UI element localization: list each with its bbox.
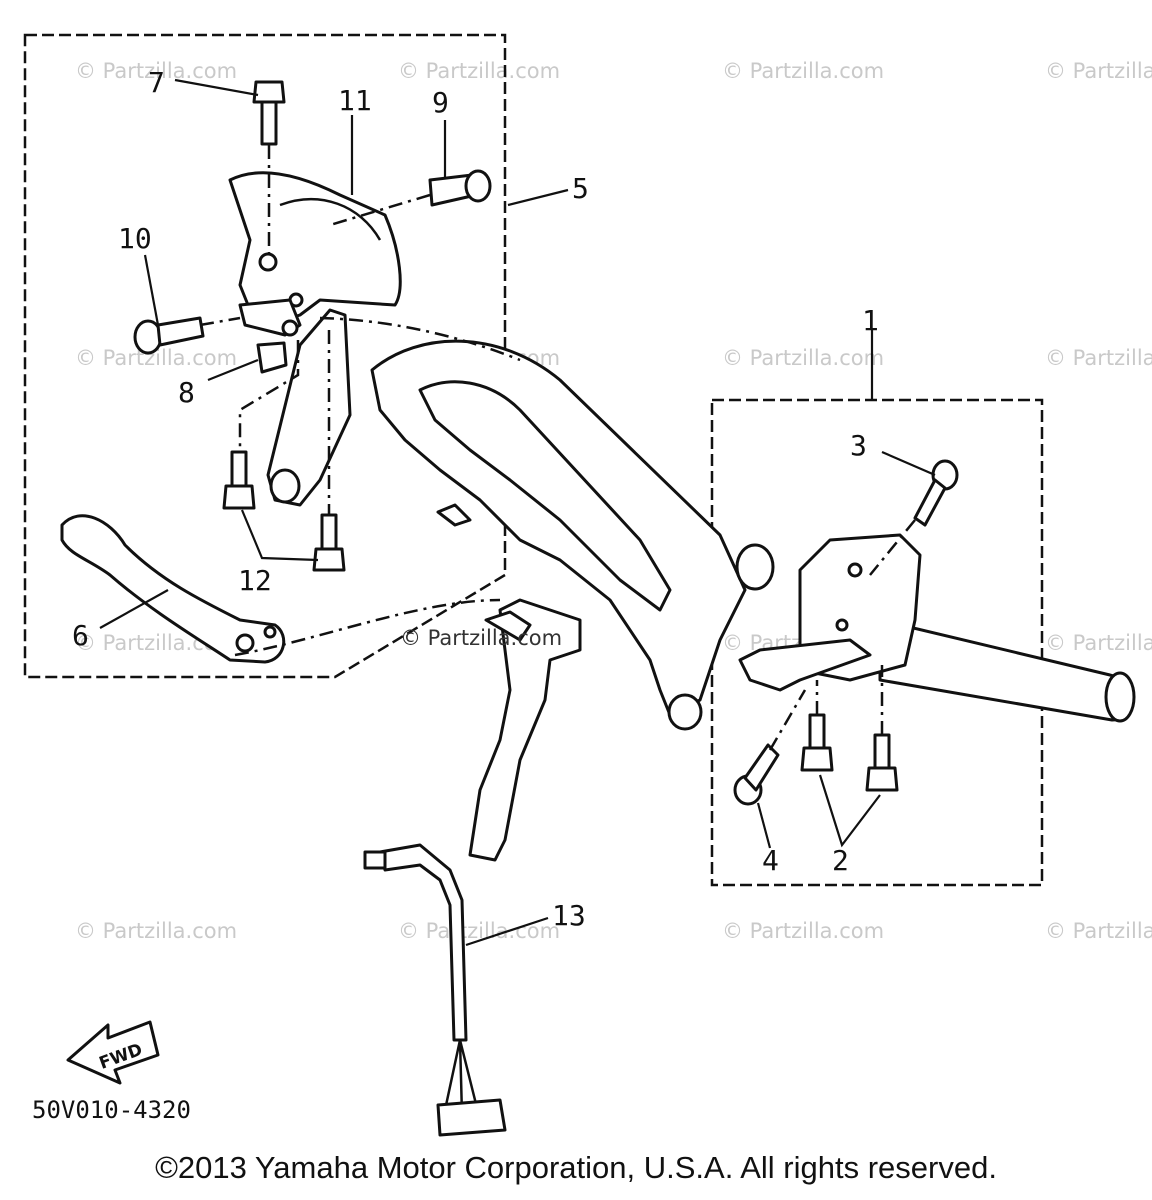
handlebar-assembly xyxy=(266,308,1136,862)
switch-screw-hole xyxy=(847,562,863,578)
frame-clip xyxy=(436,503,472,527)
watermark: © Partzilla.com xyxy=(398,59,560,83)
leader-lines xyxy=(99,78,936,947)
assembly-line xyxy=(869,519,916,576)
leader-line xyxy=(143,254,160,326)
assembly-line xyxy=(329,193,431,227)
switch-clamp xyxy=(738,638,872,692)
assembly-line xyxy=(319,316,521,362)
bolt-7-shank xyxy=(260,100,278,146)
diagram-code: 50V010-4320 xyxy=(32,1096,191,1124)
lever-holder-body xyxy=(228,171,402,322)
callout-12: 12 xyxy=(238,564,272,597)
brake-lever xyxy=(60,514,286,664)
leader-line xyxy=(240,509,319,562)
lead-coupler xyxy=(436,1098,507,1137)
lever-pivot-hole xyxy=(235,633,255,653)
lever-pin-hole xyxy=(263,625,277,639)
bolt-7-head xyxy=(252,80,286,104)
screw-2b-head xyxy=(865,766,899,792)
callout-9: 9 xyxy=(432,86,449,119)
exploded-parts-diagram: © Partzilla.com © Partzilla.com © Partzi… xyxy=(23,33,1152,1137)
grip-end xyxy=(1104,671,1136,723)
watermark-grid: © Partzilla.com © Partzilla.com © Partzi… xyxy=(75,59,1152,943)
screw-2a-head xyxy=(800,746,834,772)
watermark: © Partzilla.com xyxy=(1045,59,1152,83)
callout-numbers: 7 11 9 5 10 8 12 6 1 3 4 2 13 xyxy=(72,66,879,932)
watermark: © Partzilla.com xyxy=(722,919,884,943)
assembly-line xyxy=(768,689,807,751)
assembly-line xyxy=(238,340,300,450)
fwd-arrow-shape xyxy=(66,1020,160,1085)
leader-line xyxy=(99,589,169,629)
screw-12b-shank xyxy=(320,513,338,552)
assembly-line xyxy=(199,316,241,327)
callout-7: 7 xyxy=(148,66,165,99)
callout-11: 11 xyxy=(338,84,372,117)
screw-12a-head xyxy=(222,484,256,510)
watermark: © Partzilla.com xyxy=(722,59,884,83)
leader-line xyxy=(174,78,259,97)
handlebar-frame-inner xyxy=(418,380,672,612)
assembly-lines xyxy=(199,145,916,751)
watermark: © Partzilla.com xyxy=(722,346,884,370)
right-switch-assembly xyxy=(738,533,922,692)
leader-line xyxy=(818,774,881,848)
group-box-left xyxy=(23,33,507,679)
leader-line xyxy=(465,916,549,947)
callout-1: 1 xyxy=(862,304,879,337)
switch-pin xyxy=(835,618,849,632)
bolt-9-head xyxy=(464,169,492,203)
holder-clamp-hole xyxy=(281,319,299,337)
fasteners xyxy=(133,80,959,806)
screw-4-shank xyxy=(743,743,780,792)
watermark: © Partzilla.com xyxy=(1045,631,1152,655)
callout-6: 6 xyxy=(72,619,89,652)
watermark: © Partzilla.com xyxy=(1045,346,1152,370)
forward-arrow-icon: FWD xyxy=(66,1020,160,1085)
callout-3: 3 xyxy=(850,429,867,462)
callout-10: 10 xyxy=(118,222,152,255)
nut-8 xyxy=(256,341,288,374)
center-watermark: © Partzilla.com xyxy=(400,626,562,650)
callout-13: 13 xyxy=(552,899,586,932)
left-lever-holder xyxy=(228,171,402,337)
callout-4: 4 xyxy=(762,844,779,877)
watermark: © Partzilla.com xyxy=(1045,919,1152,943)
callout-2: 2 xyxy=(832,844,849,877)
holder-pivot-hole xyxy=(258,252,278,272)
screw-2a-shank xyxy=(808,713,826,752)
leader-line xyxy=(756,802,772,849)
copyright-notice: ©2013 Yamaha Motor Corporation, U.S.A. A… xyxy=(155,1150,997,1185)
right-bracket-hole xyxy=(735,543,775,591)
screw-3-shank xyxy=(913,478,947,527)
bolt-10-shank xyxy=(156,316,205,347)
screw-12a-shank xyxy=(230,450,248,489)
leader-line xyxy=(207,358,259,382)
screw-2b-shank xyxy=(873,733,891,772)
steering-column xyxy=(468,598,582,862)
watermark: © Partzilla.com xyxy=(75,59,237,83)
lever-holder-edge xyxy=(279,197,382,241)
switch-lead-wire xyxy=(378,843,468,1042)
bracket-hole xyxy=(269,468,301,504)
callout-8: 8 xyxy=(178,376,195,409)
screw-12b-head xyxy=(312,547,346,572)
switch-terminal xyxy=(363,850,387,870)
leader-line xyxy=(881,450,936,477)
column-bolt-hole xyxy=(667,693,703,731)
callout-5: 5 xyxy=(572,172,589,205)
assembly-line xyxy=(234,598,501,657)
column-tab xyxy=(484,610,532,642)
stop-switch-lead xyxy=(363,843,507,1137)
watermark: © Partzilla.com xyxy=(75,919,237,943)
leader-line xyxy=(507,188,569,207)
